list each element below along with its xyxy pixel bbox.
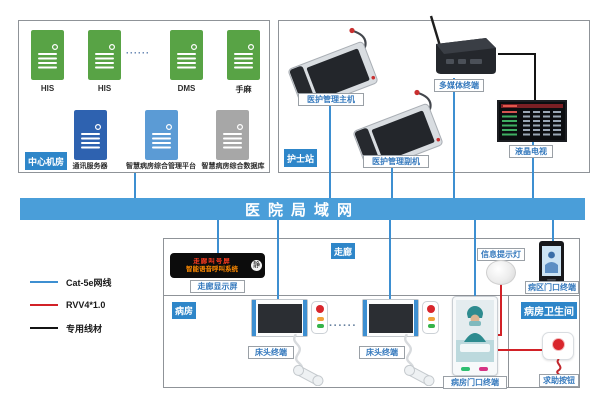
server-mgmt-platform (145, 110, 178, 160)
server-mgmt-platform-label: 智慧病房综合管理平台 (126, 163, 196, 170)
area-door-terminal-label: 病区门口终端 (525, 281, 579, 294)
ward-bathroom-divider (508, 296, 509, 388)
server-database (216, 110, 249, 160)
call-button-icon (427, 305, 435, 313)
handset-2-device (404, 334, 435, 386)
help-button-label: 求助按钮 (539, 374, 579, 387)
central-room-badge: 中心机房 (25, 152, 68, 170)
bed-terminal-2-label: 床头终端 (359, 346, 405, 359)
server-his-2 (88, 30, 121, 80)
intercom-secondary-label: 医护管理副机 (363, 155, 429, 168)
intercom-host-label: 医护管理主机 (298, 93, 364, 106)
server-dms (170, 30, 203, 80)
multimedia-terminal-label: 多媒体终端 (434, 79, 484, 92)
rvv-line-sample (30, 304, 58, 306)
corridor-ward-divider (163, 295, 580, 296)
bed-terminal-side-bar (303, 300, 307, 336)
corridor-display-label: 走廊显示屏 (190, 280, 245, 293)
bed-terminal-side-bar (414, 300, 418, 336)
server-his-1 (31, 30, 64, 80)
bed-terminal-screen (258, 304, 302, 333)
bed-terminal-side-bar (252, 300, 256, 336)
hospital-lan-bar: 医院局域网 (20, 198, 585, 220)
bed-terminal-1-device (251, 299, 308, 337)
bathroom-badge: 病房卫生间 (521, 302, 577, 319)
lcd-tv-screen-content (501, 104, 563, 136)
nurse-station-badge: 护士站 (284, 149, 318, 167)
door-terminal-key-magenta (479, 367, 488, 371)
room-door-screen-photo (456, 300, 494, 362)
server-database-label: 智慧病房综合数据库 (201, 163, 265, 170)
rvv-label: RVV4*1.0 (66, 300, 106, 310)
line-host-lan (329, 90, 331, 198)
ward-badge: 病房 (172, 302, 197, 319)
remote-key-icon (317, 324, 324, 328)
server-his-1-label: HIS (40, 84, 55, 93)
line-secondary-lan (391, 150, 393, 198)
bed-terminal-1-label: 床头终端 (248, 346, 294, 359)
room-door-terminal-device (452, 296, 498, 376)
server-anesthesia-label: 手麻 (235, 85, 252, 94)
led-text: 走廊叫号屏 智能语音呼叫系统 (173, 258, 251, 274)
call-button-icon (316, 305, 324, 313)
ward-ellipsis: ······ (329, 320, 357, 332)
door-terminal-key-green (461, 367, 470, 371)
line-light-roomdoor (496, 334, 502, 336)
bed-terminal-side-bar (363, 300, 367, 336)
bed-remote-2-device (422, 301, 439, 334)
line-media-tv-h (498, 53, 536, 55)
cat5e-line-sample (30, 281, 58, 283)
corridor-led-display: 走廊叫号屏 智能语音呼叫系统 静 (170, 253, 265, 278)
server-dms-label: DMS (177, 84, 196, 93)
server-comm-label: 通讯服务器 (72, 163, 108, 170)
corridor-badge: 走廊 (331, 243, 356, 259)
line-lan-roomdoor (474, 220, 476, 298)
bed-terminal-2-device (362, 299, 419, 337)
room-door-terminal-label: 病房门口终端 (443, 376, 507, 389)
remote-key-icon (428, 324, 435, 328)
server-comm (74, 110, 107, 160)
server-anesthesia (227, 30, 260, 80)
legend-dedicated: 专用线材 (30, 322, 102, 334)
remote-key-icon (428, 317, 435, 321)
legend-cat5e: Cat-5e网线 (30, 276, 112, 288)
mute-icon: 静 (251, 260, 262, 271)
line-lan-led (217, 220, 219, 254)
area-door-screen (542, 246, 561, 281)
emergency-button-icon (552, 338, 565, 351)
help-button-device (542, 332, 574, 360)
bed-remote-1-device (311, 301, 328, 334)
dedicated-line-sample (30, 327, 58, 329)
multimedia-terminal-device (429, 15, 496, 74)
lcd-tv-device (497, 100, 567, 142)
area-door-terminal-device (539, 241, 564, 285)
line-light-down (500, 283, 502, 336)
info-light-device (486, 260, 516, 285)
cat5e-label: Cat-5e网线 (66, 277, 112, 288)
line-centralroom-lan (134, 173, 136, 198)
line-lan-bed2 (389, 220, 391, 302)
handset-1-device (293, 334, 324, 386)
legend-rvv: RVV4*1.0 (30, 299, 105, 311)
line-roomdoor-helpbtn (498, 349, 542, 351)
line-lan-bed1 (277, 220, 279, 302)
server-ellipsis: ······ (126, 48, 150, 58)
lcd-tv-label: 液晶电视 (509, 145, 553, 158)
line-tv-lan (532, 140, 534, 198)
server-his-2-label: HIS (97, 84, 112, 93)
remote-key-icon (317, 317, 324, 321)
dedicated-label: 专用线材 (66, 323, 103, 334)
line-lan-areadoor (552, 220, 554, 243)
line-media-lan (453, 78, 455, 198)
led-line-1: 走廊叫号屏 (193, 257, 231, 265)
led-line-2: 智能语音呼叫系统 (186, 265, 238, 273)
line-media-tv-v (534, 53, 536, 102)
bed-terminal-screen (369, 304, 413, 333)
intercom-secondary-device (353, 89, 443, 164)
